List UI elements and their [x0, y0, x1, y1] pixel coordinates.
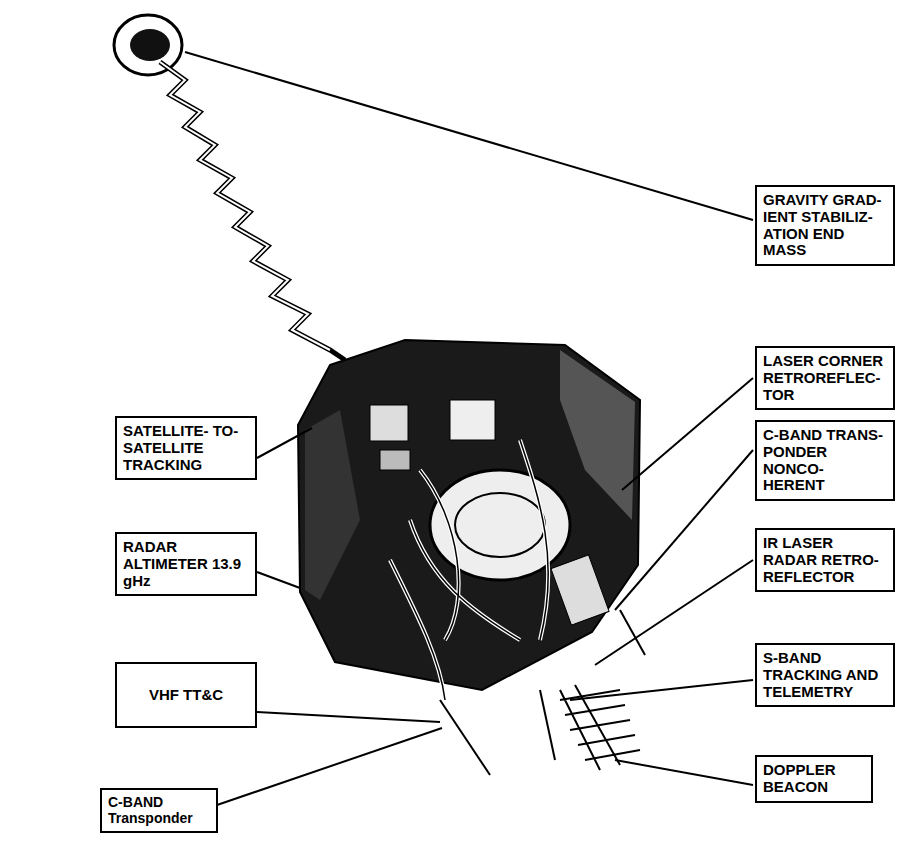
callout-label: C-BAND Transponder: [108, 795, 210, 826]
callout-box: DOPPLER BEACON: [755, 755, 873, 803]
helix-antenna: [560, 685, 640, 770]
leader-line: [257, 572, 300, 588]
callout-label: SATELLITE- TO- SATELLITE TRACKING: [123, 423, 249, 473]
callout-box: GRAVITY GRAD- IENT STABILIZ- ATION END M…: [755, 185, 895, 266]
instrument-box: [370, 405, 408, 441]
leader-line: [615, 760, 753, 785]
callout-label: IR LASER RADAR RETRO- REFLECTOR: [763, 535, 887, 585]
leader-line: [595, 560, 753, 665]
boom: [160, 62, 345, 360]
callout-box: C-BAND TRANS- PONDER NONCO- HERENT: [755, 420, 895, 501]
transponder-box: [551, 555, 609, 625]
callout-box: S-BAND TRACKING AND TELEMETRY: [755, 643, 895, 707]
callout-label: GRAVITY GRAD- IENT STABILIZ- ATION END M…: [763, 192, 887, 259]
callout-label: C-BAND TRANS- PONDER NONCO- HERENT: [763, 427, 887, 494]
leader-line: [615, 450, 753, 610]
leader-line: [570, 680, 753, 700]
antenna: [620, 610, 645, 655]
callout-label: DOPPLER BEACON: [763, 762, 865, 796]
leader-line: [217, 728, 442, 805]
satellite-body: [298, 340, 640, 690]
callout-box: LASER CORNER RETROREFLEC- TOR: [755, 346, 895, 410]
callout-box: VHF TT&C: [115, 662, 257, 728]
solar-panel: [560, 350, 635, 520]
end-mass: [114, 15, 182, 75]
leader-lines: [185, 52, 753, 805]
cabling: [390, 440, 548, 700]
callout-label: RADAR ALTIMETER 13.9 gHz: [123, 539, 249, 589]
body-side: [305, 410, 360, 600]
callout-label: VHF TT&C: [123, 687, 249, 704]
cabling: [390, 440, 548, 700]
antenna: [440, 700, 490, 775]
callout-label: S-BAND TRACKING AND TELEMETRY: [763, 650, 887, 700]
callout-box: C-BAND Transponder: [100, 788, 218, 833]
callout-box: RADAR ALTIMETER 13.9 gHz: [115, 532, 257, 596]
leader-line: [257, 428, 312, 458]
instrument-box: [380, 450, 410, 470]
boom-highlight: [160, 62, 330, 350]
instrument-box: [450, 400, 495, 440]
leader-line: [185, 52, 753, 220]
callout-box: IR LASER RADAR RETRO- REFLECTOR: [755, 528, 895, 592]
dish-ring: [455, 493, 545, 557]
leader-line: [257, 712, 440, 722]
end-mass-core: [130, 29, 170, 61]
callout-box: SATELLITE- TO- SATELLITE TRACKING: [115, 416, 257, 480]
callout-label: LASER CORNER RETROREFLEC- TOR: [763, 353, 887, 403]
antenna: [540, 690, 555, 760]
